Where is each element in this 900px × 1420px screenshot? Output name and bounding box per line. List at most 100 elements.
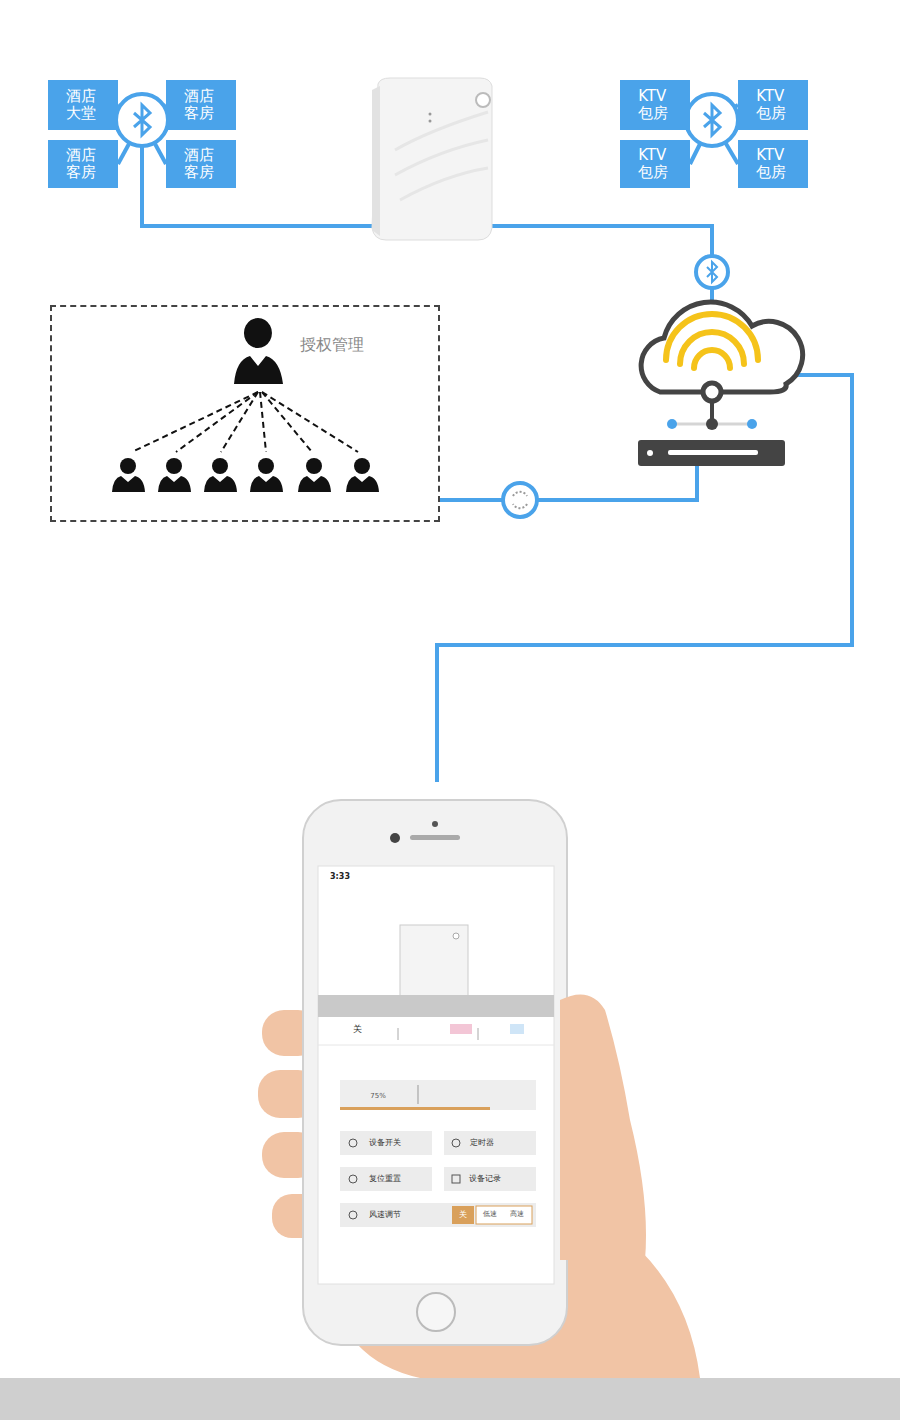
- smartphone: [452, 1139, 460, 1147]
- authorization-line: [132, 392, 258, 452]
- person-icons: [234, 356, 283, 384]
- venue-box: KTV包房: [738, 140, 808, 188]
- staff-icon: [212, 458, 228, 474]
- venue-box: KTV包房: [620, 140, 690, 188]
- app-text: 风速调节: [369, 1211, 401, 1220]
- app-text: 75%: [370, 1093, 386, 1101]
- network-wire: [440, 465, 697, 500]
- smartphone: [453, 933, 459, 939]
- cloud-router: [647, 450, 653, 456]
- app-text: 设备记录: [469, 1175, 501, 1184]
- smartphone: [349, 1211, 357, 1219]
- staff-icon: [250, 476, 283, 492]
- cloud-router: [703, 383, 721, 401]
- authorization-line: [132, 392, 358, 452]
- smartphone: [340, 1080, 536, 1110]
- bluetooth-icon: [704, 105, 720, 135]
- cloud-router: [641, 302, 802, 392]
- diffuser-device: [372, 78, 492, 240]
- smartphone: [410, 835, 460, 840]
- authorization-line: [260, 392, 266, 452]
- group-label: 授权管理: [300, 335, 364, 356]
- smartphone: [340, 1167, 432, 1191]
- venue-name: KTV包房: [638, 147, 672, 182]
- diffuser-device: [395, 112, 488, 200]
- app-text: 3:33: [330, 873, 350, 882]
- smartphone: [318, 995, 554, 1017]
- authorization-line: [221, 392, 258, 452]
- smartphone: [349, 1139, 357, 1147]
- smartphone: [318, 1045, 554, 1046]
- smartphone: [450, 1024, 472, 1034]
- cloud-router: [747, 419, 757, 429]
- app-text: 复位重置: [369, 1175, 401, 1184]
- app-text: 关: [459, 1211, 467, 1220]
- smartphone: [390, 833, 400, 843]
- smartphone: [452, 1206, 474, 1224]
- cloud-router: [710, 401, 714, 424]
- smartphone: [417, 1293, 455, 1331]
- staff-icon: [306, 458, 322, 474]
- venue-name: KTV包房: [756, 147, 790, 182]
- authorization-line: [262, 392, 358, 452]
- bluetooth-icon: [116, 94, 168, 146]
- venue-name: 酒店客房: [66, 147, 100, 182]
- smartphone: [349, 1175, 357, 1183]
- smartphone: [398, 1028, 399, 1040]
- authorization-line: [176, 392, 258, 452]
- thumb: [560, 994, 646, 1260]
- venue-name: 酒店客房: [184, 147, 218, 182]
- smartphone: [400, 925, 468, 997]
- venue-name: KTV包房: [638, 88, 672, 123]
- smartphone: [340, 1203, 536, 1227]
- diffuser-device: [372, 86, 380, 236]
- venue-box: 酒店大堂: [48, 80, 118, 130]
- authorization-line: [262, 392, 312, 452]
- diffuser-device: [372, 78, 492, 240]
- smartphone: [478, 1028, 479, 1040]
- bottom-bar: [0, 1378, 900, 1420]
- diffuser-device: [476, 93, 490, 107]
- smartphone: [432, 821, 438, 827]
- person-icons: [112, 318, 379, 492]
- smartphone: [444, 1167, 536, 1191]
- venue-name: 酒店大堂: [66, 88, 100, 123]
- cloud-router: [638, 302, 803, 466]
- diffuser-device: [429, 113, 432, 116]
- staff-icon: [158, 476, 191, 492]
- staff-icon: [204, 476, 237, 492]
- venue-box: KTV包房: [620, 80, 690, 130]
- venue-box: KTV包房: [738, 80, 808, 130]
- smartphone: [418, 1085, 419, 1104]
- smartphone: [510, 1024, 524, 1034]
- venue-name: KTV包房: [756, 88, 790, 123]
- bluetooth-icon: [707, 262, 717, 282]
- bluetooth-icon: [686, 94, 738, 146]
- cloud-router: [638, 440, 785, 466]
- smartphone: [444, 1131, 536, 1155]
- cloud-router: [667, 419, 677, 429]
- smartphone: [303, 800, 567, 1345]
- staff-icon: [258, 458, 274, 474]
- management-group: 授权管理: [50, 305, 440, 522]
- smartphone: [318, 866, 554, 1284]
- network-wire: [142, 145, 852, 782]
- staff-icon: [354, 458, 370, 474]
- app-text: 定时器: [470, 1139, 494, 1148]
- bluetooth-icon: [134, 105, 150, 135]
- bluetooth-icon: [696, 256, 728, 288]
- thumb: [560, 994, 646, 1260]
- cloud-router: [666, 314, 758, 368]
- venue-name: 酒店客房: [184, 88, 218, 123]
- smartphone: [340, 1107, 490, 1110]
- venue-box: 酒店客房: [48, 140, 118, 188]
- venue-box: 酒店客房: [166, 80, 236, 130]
- smartphone: [452, 1175, 460, 1183]
- staff-icon: [346, 476, 379, 492]
- staff-icon: [112, 458, 379, 492]
- network-wire: [437, 375, 852, 782]
- smartphone: [303, 800, 567, 1345]
- staff-icon: [120, 458, 136, 474]
